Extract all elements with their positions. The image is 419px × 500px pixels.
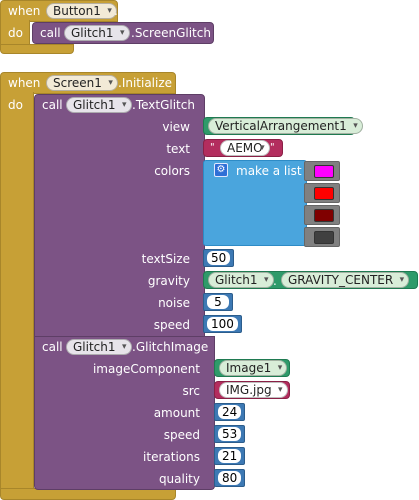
iterations-number-block[interactable]: 21 (214, 447, 246, 465)
gravity-param-label: gravity (147, 274, 190, 288)
imagecomponent-param-label: imageComponent (92, 362, 200, 376)
initialize-event-name: .Initialize (118, 76, 173, 90)
quality-number-field[interactable]: 80 (218, 471, 242, 485)
speed-number-field[interactable]: 100 (207, 317, 238, 331)
click-event-name: .Click (114, 4, 147, 18)
image1-component-dropdown[interactable]: Image1 (219, 360, 288, 376)
gravity-component-dropdown[interactable]: Glitch1 (208, 272, 274, 288)
quality-param-label: quality (158, 472, 200, 486)
glitch1-target-dropdown[interactable]: Glitch1 (66, 97, 132, 113)
button1-component-dropdown[interactable]: Button1 (46, 3, 117, 19)
color-swatch-dark-red[interactable] (304, 205, 340, 225)
color-fill (314, 209, 334, 222)
do-keyword: do (8, 98, 23, 112)
speed-number-field[interactable]: 53 (218, 427, 242, 441)
view-param-label: view (162, 120, 190, 134)
noise-param-label: noise (158, 296, 190, 310)
color-fill (314, 165, 334, 178)
amount-number-block[interactable]: 24 (214, 403, 246, 421)
quality-number-block[interactable]: 80 (214, 469, 246, 487)
close-quote: " (270, 142, 275, 153)
noise-number-field[interactable]: 5 (207, 295, 229, 309)
glitchimage-method-name: .GlitchImage (132, 340, 209, 354)
call-keyword: call (42, 340, 63, 354)
color-swatch-red[interactable] (304, 183, 340, 203)
color-fill (314, 187, 334, 200)
color-swatch-magenta[interactable] (304, 161, 340, 181)
iterations-number-field[interactable]: 21 (218, 449, 242, 463)
textsize-number-field[interactable]: 50 (207, 251, 231, 265)
speed-number-block[interactable]: 100 (203, 315, 242, 333)
button1-click-event-spine (0, 20, 30, 46)
screen1-initialize-event-spine (0, 92, 34, 490)
mutator-gear-icon[interactable]: ⚙ (214, 163, 228, 177)
gravity-constant-dropdown[interactable]: GRAVITY_CENTER (281, 272, 410, 288)
vertical-arrangement-dropdown[interactable]: VerticalArrangement1 (208, 118, 363, 134)
call-keyword: call (42, 98, 63, 112)
color-fill (314, 231, 334, 244)
colors-param-label: colors (154, 164, 190, 178)
noise-number-block[interactable]: 5 (203, 293, 233, 311)
speed-param-label: speed (153, 318, 190, 332)
glitchimage-call-body (34, 356, 215, 490)
textglitch-method-name: .TextGlitch (132, 98, 195, 112)
text-param-label: text (166, 142, 190, 156)
amount-param-label: amount (153, 406, 200, 420)
when-keyword: when (8, 4, 41, 18)
button1-click-event-footer (0, 44, 74, 54)
src-param-label: src (182, 384, 200, 398)
make-a-list-label: make a list (236, 164, 302, 178)
color-swatch-dark-gray[interactable] (304, 227, 340, 247)
iterations-param-label: iterations (143, 450, 200, 464)
speed-number-block[interactable]: 53 (214, 425, 246, 443)
textsize-number-block[interactable]: 50 (203, 249, 235, 267)
textsize-param-label: textSize (141, 252, 190, 266)
amount-number-field[interactable]: 24 (218, 405, 242, 419)
open-quote: " (210, 142, 215, 153)
gravity-dot: . (273, 274, 277, 288)
glitch1-target-dropdown[interactable]: Glitch1 (66, 339, 132, 355)
call-keyword: call (40, 26, 61, 40)
glitch1-target-dropdown[interactable]: Glitch1 (64, 25, 130, 41)
screenglitch-method-name: .ScreenGlitch (131, 26, 211, 40)
screen1-component-dropdown[interactable]: Screen1 (46, 75, 118, 91)
text-string-field[interactable]: AEMO (220, 140, 270, 156)
speed-param-label: speed (163, 428, 200, 442)
do-keyword: do (8, 26, 23, 40)
when-keyword: when (8, 76, 41, 90)
src-asset-dropdown[interactable]: IMG.jpg (219, 382, 288, 398)
